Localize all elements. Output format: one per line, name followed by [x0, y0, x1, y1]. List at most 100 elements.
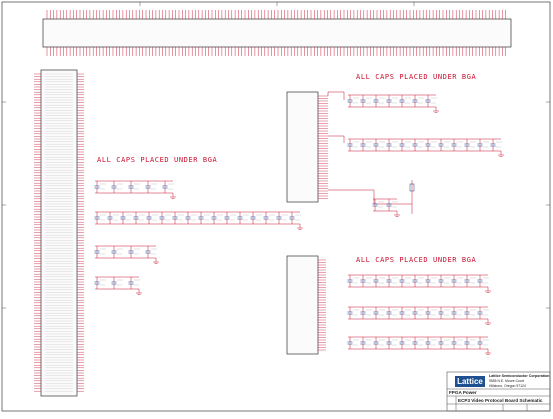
capacitor [360, 307, 372, 319]
capacitor [373, 307, 385, 319]
top-ic-pins [46, 10, 506, 56]
capacitor [399, 95, 411, 107]
capacitor [399, 337, 411, 349]
capacitor [372, 199, 384, 211]
ground-symbol [170, 193, 176, 199]
cap-bank-top [347, 94, 439, 113]
capacitor [425, 337, 437, 349]
capacitor [250, 212, 262, 224]
capacitor [373, 95, 385, 107]
capacitor [438, 307, 450, 319]
capacitor [373, 275, 385, 287]
capacitor [347, 95, 359, 107]
capacitor [94, 212, 106, 224]
capacitor [111, 277, 123, 289]
capacitor [107, 212, 119, 224]
capacitor [477, 307, 489, 319]
capacitor [128, 181, 140, 193]
capacitor [263, 212, 275, 224]
capacitor [111, 246, 123, 258]
cap-bank-left-1 [94, 180, 176, 199]
capacitor [128, 277, 140, 289]
capacitor [360, 275, 372, 287]
capacitor [94, 181, 106, 193]
title-address-2: Hillsboro, Oregon 97124 [489, 384, 526, 388]
title-company: Lattice Semiconductor Corporation [489, 374, 550, 378]
power-net [328, 135, 345, 143]
ground-symbol [297, 224, 303, 230]
capacitor [159, 212, 171, 224]
note-caps-under-bga: ALL CAPS PLACED UNDER BGA [356, 73, 477, 81]
capacitor [276, 212, 288, 224]
capacitor [386, 95, 398, 107]
capacitor [347, 139, 359, 151]
capacitor [373, 139, 385, 151]
capacitor [172, 212, 184, 224]
ground-symbol [485, 349, 491, 355]
capacitor [162, 181, 174, 193]
capacitor [451, 139, 463, 151]
capacitor [373, 337, 385, 349]
capacitor [94, 277, 106, 289]
capacitor [464, 337, 476, 349]
capacitor [412, 139, 424, 151]
capacitor [399, 307, 411, 319]
capacitor [386, 139, 398, 151]
capacitor [464, 307, 476, 319]
power-net [327, 91, 345, 100]
capacitor [477, 275, 489, 287]
capacitor [360, 139, 372, 151]
capacitor [464, 275, 476, 287]
capacitor [224, 212, 236, 224]
capacitor [425, 95, 437, 107]
capacitor [360, 337, 372, 349]
capacitor [386, 199, 398, 211]
cap-bank-bot-2 [347, 306, 491, 325]
capacitor [451, 275, 463, 287]
lattice-logo: Lattice [455, 376, 485, 387]
capacitor [289, 212, 301, 224]
capacitor [386, 275, 398, 287]
capacitor [128, 246, 140, 258]
mid-ic-upper-body [286, 91, 319, 203]
cap-bank-left-2 [94, 211, 303, 230]
capacitor [94, 246, 106, 258]
capacitor [399, 275, 411, 287]
ground-symbol [433, 107, 439, 113]
project-title: ECP3 Video Protocol Board Schematic [458, 398, 543, 403]
ground-symbol [153, 258, 159, 264]
cap-bank-mid [347, 138, 504, 157]
capacitor [198, 212, 210, 224]
capacitor [438, 275, 450, 287]
cap-bank-bot-3 [347, 336, 491, 355]
title-address-1: 5555 N.E. Moore Court [489, 379, 524, 383]
cap-bank-left-4 [94, 276, 142, 295]
capacitor-banks [94, 94, 504, 355]
capacitor [120, 212, 132, 224]
capacitor [146, 212, 158, 224]
ground-symbol [485, 319, 491, 325]
ground-symbol [136, 289, 142, 295]
capacitor [360, 95, 372, 107]
ground-symbol [394, 211, 400, 217]
capacitor [451, 337, 463, 349]
capacitor [425, 307, 437, 319]
capacitor [386, 337, 398, 349]
capacitor [477, 139, 489, 151]
mid-ic-lower-body [286, 255, 319, 355]
capacitor [347, 307, 359, 319]
capacitor [425, 275, 437, 287]
left-ic-body [40, 69, 78, 397]
capacitor [477, 337, 489, 349]
note-caps-under-bga: ALL CAPS PLACED UNDER BGA [97, 156, 218, 164]
capacitor [133, 212, 145, 224]
capacitor [185, 212, 197, 224]
ground-symbol [485, 287, 491, 293]
capacitor [425, 139, 437, 151]
capacitor [347, 337, 359, 349]
title-block [446, 371, 551, 412]
capacitor [386, 307, 398, 319]
capacitor [490, 139, 502, 151]
